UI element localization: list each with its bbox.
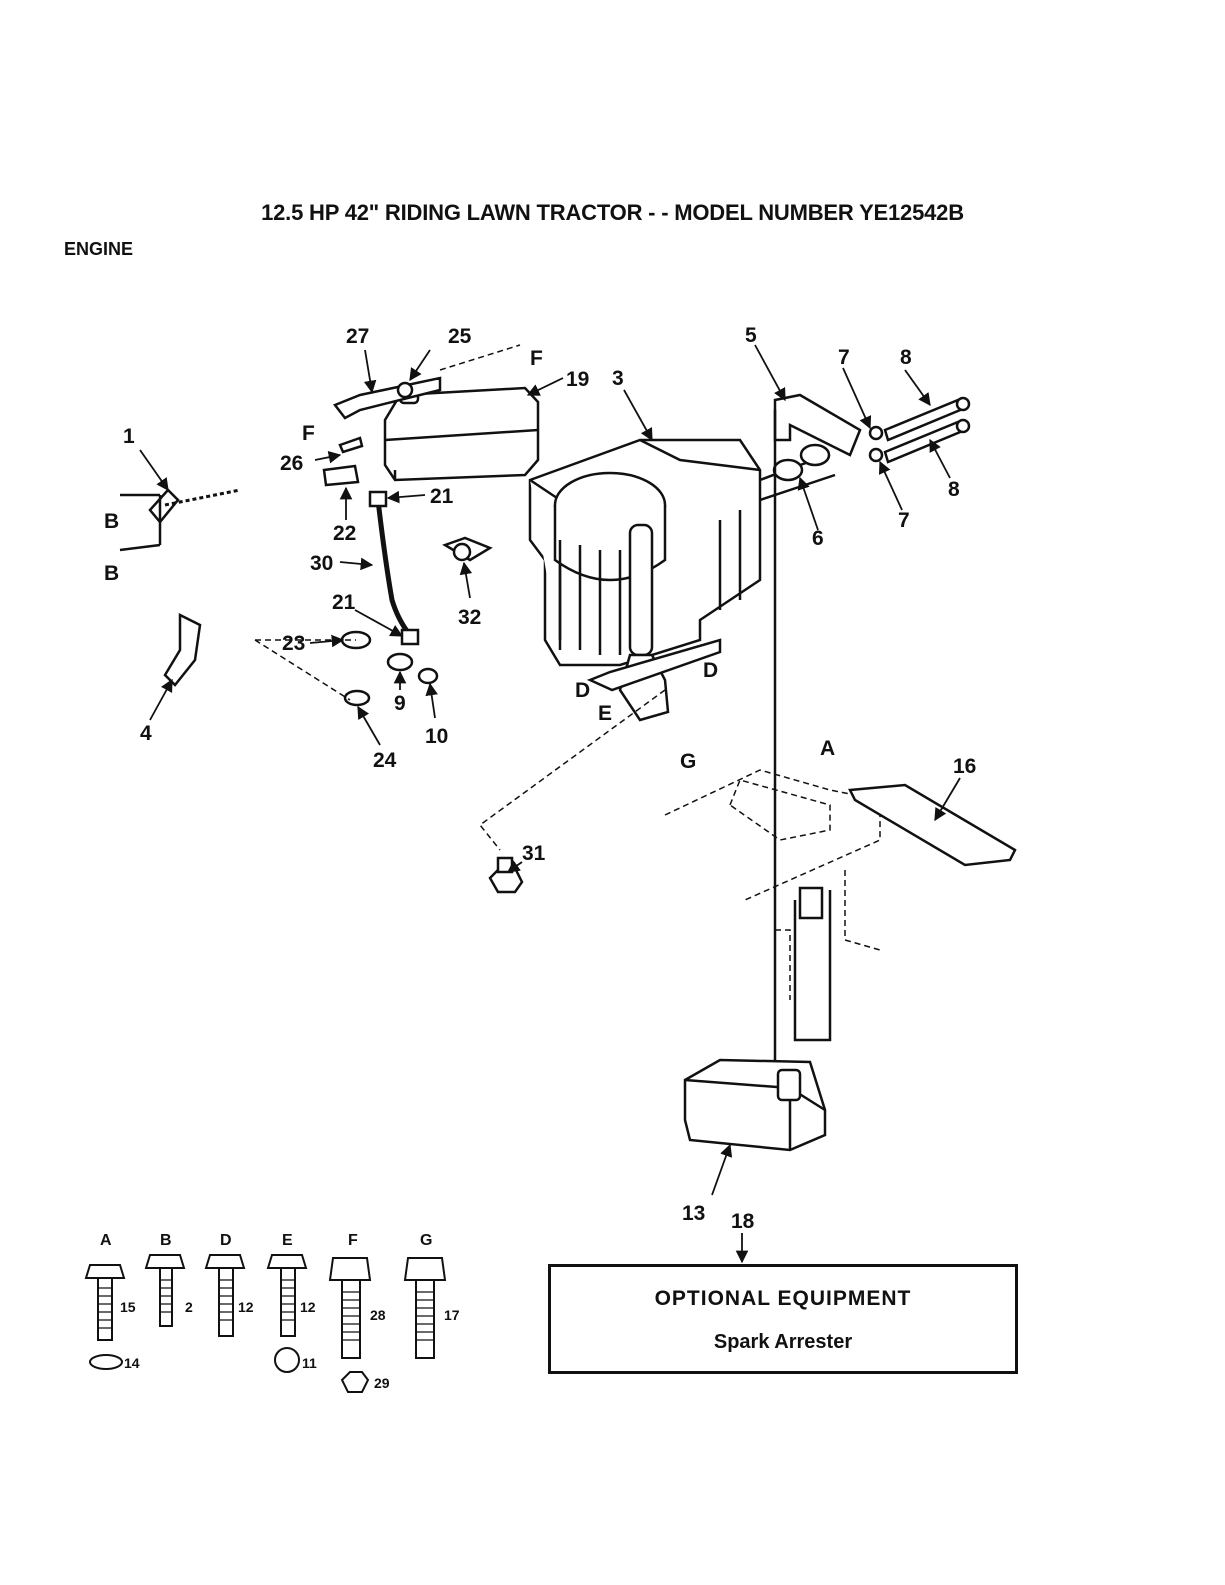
callout-30: 30 bbox=[310, 552, 333, 575]
letter-d-2: D bbox=[703, 659, 718, 682]
callout-24: 24 bbox=[373, 749, 397, 772]
callout-16: 16 bbox=[953, 755, 976, 778]
callout-18: 18 bbox=[731, 1210, 755, 1233]
callout-9: 9 bbox=[394, 692, 406, 715]
callout-2: 2 bbox=[185, 1299, 193, 1315]
letter-b-2: B bbox=[104, 562, 119, 585]
callout-7a: 7 bbox=[838, 346, 850, 369]
hw-letter-f: F bbox=[348, 1232, 358, 1249]
callout-25: 25 bbox=[448, 325, 472, 348]
letter-f-1: F bbox=[302, 422, 315, 445]
callout-6: 6 bbox=[812, 527, 824, 550]
hw-letter-a: A bbox=[100, 1232, 112, 1249]
callout-13: 13 bbox=[682, 1202, 705, 1225]
fuel-tank-drawing bbox=[335, 378, 538, 480]
callout-19: 19 bbox=[566, 368, 589, 391]
letter-g: G bbox=[680, 750, 696, 773]
hardware-bolts-drawing bbox=[86, 1255, 445, 1392]
letter-d-1: D bbox=[575, 679, 590, 702]
letter-a: A bbox=[820, 737, 835, 760]
exhaust-manifold-drawing bbox=[774, 395, 969, 480]
optional-equipment-box: OPTIONAL EQUIPMENT Spark Arrester bbox=[548, 1264, 1018, 1374]
callout-4: 4 bbox=[140, 722, 152, 745]
hw-letter-b: B bbox=[160, 1232, 172, 1249]
callout-12a: 12 bbox=[238, 1299, 254, 1315]
callout-11: 11 bbox=[302, 1355, 317, 1371]
callout-23: 23 bbox=[282, 632, 305, 655]
engine-drawing bbox=[530, 440, 835, 720]
callout-17: 17 bbox=[444, 1307, 460, 1323]
hw-letter-g: G bbox=[420, 1232, 432, 1249]
callout-26: 26 bbox=[280, 452, 303, 475]
callout-5: 5 bbox=[745, 324, 757, 347]
optional-equipment-item: Spark Arrester bbox=[551, 1331, 1015, 1354]
hw-letter-e: E bbox=[282, 1232, 293, 1249]
callout-31: 31 bbox=[522, 842, 546, 865]
throttle-control-drawing bbox=[120, 490, 240, 685]
callout-21a: 21 bbox=[430, 485, 454, 508]
callout-8b: 8 bbox=[948, 478, 960, 501]
optional-equipment-heading: OPTIONAL EQUIPMENT bbox=[551, 1287, 1015, 1311]
callout-22: 22 bbox=[333, 522, 356, 545]
callout-29: 29 bbox=[374, 1375, 390, 1391]
callout-14: 14 bbox=[124, 1355, 140, 1371]
letter-e: E bbox=[598, 702, 612, 725]
callout-32: 32 bbox=[458, 606, 481, 629]
callout-27: 27 bbox=[346, 325, 369, 348]
callout-15: 15 bbox=[120, 1299, 136, 1315]
callout-1: 1 bbox=[123, 425, 135, 448]
letter-b-1: B bbox=[104, 510, 119, 533]
callout-12b: 12 bbox=[300, 1299, 316, 1315]
heat-shield-drawing bbox=[850, 785, 1015, 865]
callout-numbers: 1 27 25 19 3 5 7 8 8 7 6 21 22 26 30 21 … bbox=[123, 324, 976, 1233]
callout-21b: 21 bbox=[332, 591, 356, 614]
callout-7b: 7 bbox=[898, 509, 910, 532]
callout-8a: 8 bbox=[900, 346, 912, 369]
callout-10: 10 bbox=[425, 725, 448, 748]
muffler-drawing bbox=[685, 1060, 825, 1150]
letter-f-2: F bbox=[530, 347, 543, 370]
callout-28: 28 bbox=[370, 1307, 386, 1323]
callout-3: 3 bbox=[612, 367, 624, 390]
nut-drawing bbox=[490, 858, 522, 892]
hw-letter-d: D bbox=[220, 1232, 232, 1249]
